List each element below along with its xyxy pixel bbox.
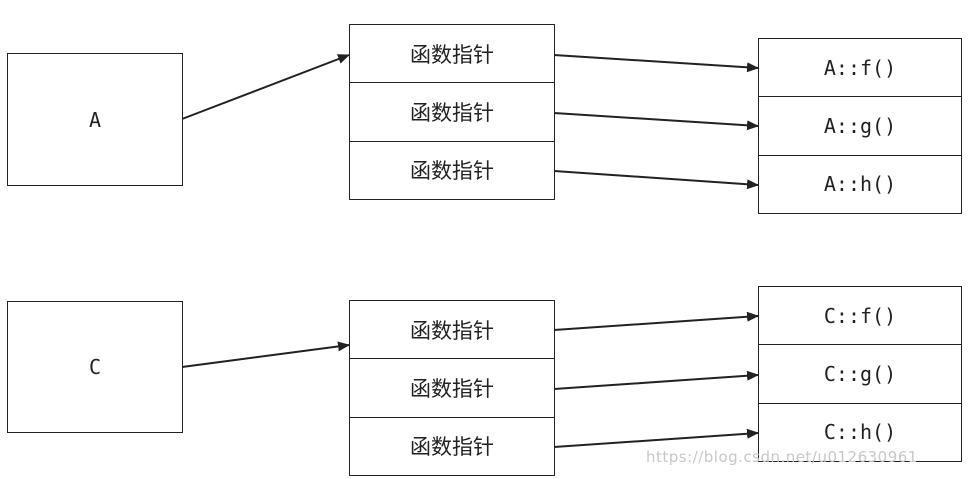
vtable-a-entry-1: 函数指针 [350, 25, 554, 84]
vtable-c-entry-2: 函数指针 [350, 359, 554, 418]
object-a-label: A [88, 107, 102, 132]
function-c-g: C::g() [759, 345, 961, 404]
arrow-vtable-c-3 [553, 428, 759, 448]
object-a-box: A [7, 53, 183, 186]
function-a-f: A::f() [759, 39, 961, 98]
functions-c: C::f() C::g() C::h() [758, 286, 962, 462]
vtable-a-entry-3: 函数指针 [410, 159, 494, 184]
arrow-a-to-vtable [181, 54, 350, 120]
arrow-vtable-a-2 [553, 112, 759, 131]
vtable-c-entry-3: 函数指针 [410, 435, 494, 460]
arrow-vtable-c-1 [553, 311, 759, 331]
arrow-vtable-c-2 [553, 370, 759, 390]
function-a-g: A::g() [759, 97, 961, 156]
arrow-c-to-vtable [181, 341, 350, 368]
arrow-vtable-a-3 [553, 170, 759, 190]
vtable-c: 函数指针 函数指针 函数指针 [349, 300, 555, 476]
function-c-h: C::h() [823, 420, 897, 445]
function-a-h: A::h() [823, 172, 897, 197]
vtable-a-entry-2: 函数指针 [350, 83, 554, 142]
object-c-label: C [88, 355, 102, 379]
watermark-url: https://blog.csdn.net/u012630961 [646, 448, 918, 466]
vtable-a: 函数指针 函数指针 函数指针 [349, 24, 555, 200]
functions-a: A::f() A::g() A::h() [758, 38, 962, 214]
function-c-f: C::f() [759, 287, 961, 346]
arrow-vtable-a-1 [553, 54, 759, 73]
object-c-box: C [7, 301, 183, 433]
vtable-c-entry-1: 函数指针 [350, 301, 554, 360]
